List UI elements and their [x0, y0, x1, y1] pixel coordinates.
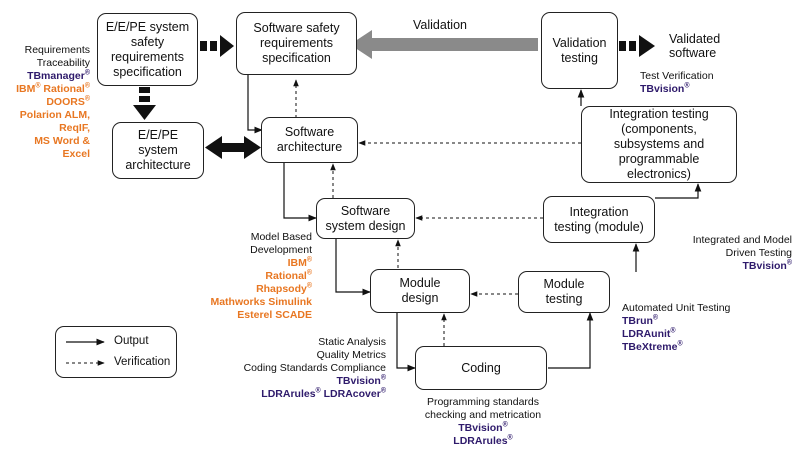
product-name: LDRArules® [453, 434, 513, 448]
product-name: Excel [62, 148, 90, 160]
validation-label: Validation [413, 18, 467, 32]
legend-output-label: Output [114, 335, 149, 347]
validated-software-label: Validated software [669, 32, 721, 60]
integration-testing-full-box: Integration testing (components, subsyst… [581, 106, 737, 183]
model-based-development-note: Model Based Development IBM® Rational® R… [210, 231, 312, 322]
programming-standards-note: Programming standards checking and metri… [414, 396, 552, 448]
product-name: Rational® [265, 269, 312, 283]
integration-testing-module-box: Integration testing (module) [543, 196, 655, 243]
note-label: Model Based [250, 231, 312, 243]
product-name: ReqIF, [59, 122, 90, 134]
product-name: IBM® Rational® [16, 82, 90, 96]
product-name: TBeXtreme® [622, 340, 683, 354]
product-name: MS Word & [34, 135, 90, 147]
module-testing-box: Module testing [518, 271, 610, 313]
software-architecture-box: Software architecture [261, 117, 358, 163]
product-name: Esterel SCADE [237, 309, 312, 321]
software-safety-requirements-box: Software safety requirements specificati… [236, 12, 357, 75]
product-name: DOORS® [46, 95, 90, 109]
note-label: checking and metrication [424, 409, 542, 421]
product-name: TBvision® [640, 82, 690, 96]
module-design-box: Module design [370, 269, 470, 313]
note-label: Development [250, 244, 312, 256]
dashed-thick-arrow-down [133, 87, 156, 120]
note-label: Integrated and Model [692, 234, 792, 246]
note-label: Automated Unit Testing [622, 302, 731, 314]
product-name: TBvision® [458, 421, 508, 435]
product-name: Mathworks Simulink [210, 296, 312, 308]
note-label: Requirements [24, 44, 90, 56]
legend-verification-label: Verification [114, 356, 171, 368]
flow-swdesign-to-moddesign [335, 238, 371, 296]
validation-arrow [350, 30, 538, 59]
note-label: Quality Metrics [316, 349, 386, 361]
flow-swreq-to-swarch [247, 74, 263, 134]
note-label: Programming standards [426, 396, 540, 408]
validated-software-arrow [619, 35, 655, 57]
software-system-design-box: Software system design [316, 198, 415, 239]
note-label: Static Analysis [318, 336, 386, 348]
flow-moddesign-to-coding [396, 312, 416, 372]
product-name: Polarion ALM, [19, 109, 90, 121]
dashed-thick-arrow-right [200, 35, 234, 57]
note-label: Test Verification [640, 70, 714, 82]
static-analysis-note: Static Analysis Quality Metrics Coding S… [244, 336, 386, 401]
bidirectional-arrow [205, 136, 261, 159]
test-verification-note: Test Verification TBvision® [640, 70, 714, 96]
requirements-traceability-note: Requirements Traceability TBmanager® IBM… [16, 44, 90, 161]
product-name: LDRArules® LDRAcover® [261, 387, 386, 401]
integrated-model-testing-note: Integrated and Model Driven Testing TBvi… [693, 234, 792, 273]
note-label: Traceability [36, 57, 90, 69]
validation-testing-box: Validation testing [541, 12, 618, 89]
flow-integmod-to-integfull [655, 183, 702, 199]
product-name: TBrun® [622, 314, 659, 328]
note-label: Coding Standards Compliance [243, 362, 386, 374]
product-name: TBvision® [336, 374, 386, 388]
product-name: Rhapsody® [256, 282, 312, 296]
product-name: LDRAunit® [622, 327, 676, 341]
flow-coding-to-modtest [548, 312, 594, 369]
product-name: TBvision® [742, 259, 792, 273]
product-name: TBmanager® [27, 69, 90, 83]
ee-system-safety-requirements-box: E/E/PE system safety requirements specif… [97, 13, 198, 86]
product-name: IBM® [287, 256, 312, 270]
flow-swarch-to-swdesign [283, 156, 317, 222]
coding-box: Coding [415, 346, 547, 390]
ee-system-architecture-box: E/E/PE system architecture [112, 122, 204, 179]
legend [55, 326, 177, 378]
note-label: Driven Testing [725, 247, 792, 259]
automated-unit-testing-note: Automated Unit Testing TBrun® LDRAunit® … [622, 302, 730, 354]
